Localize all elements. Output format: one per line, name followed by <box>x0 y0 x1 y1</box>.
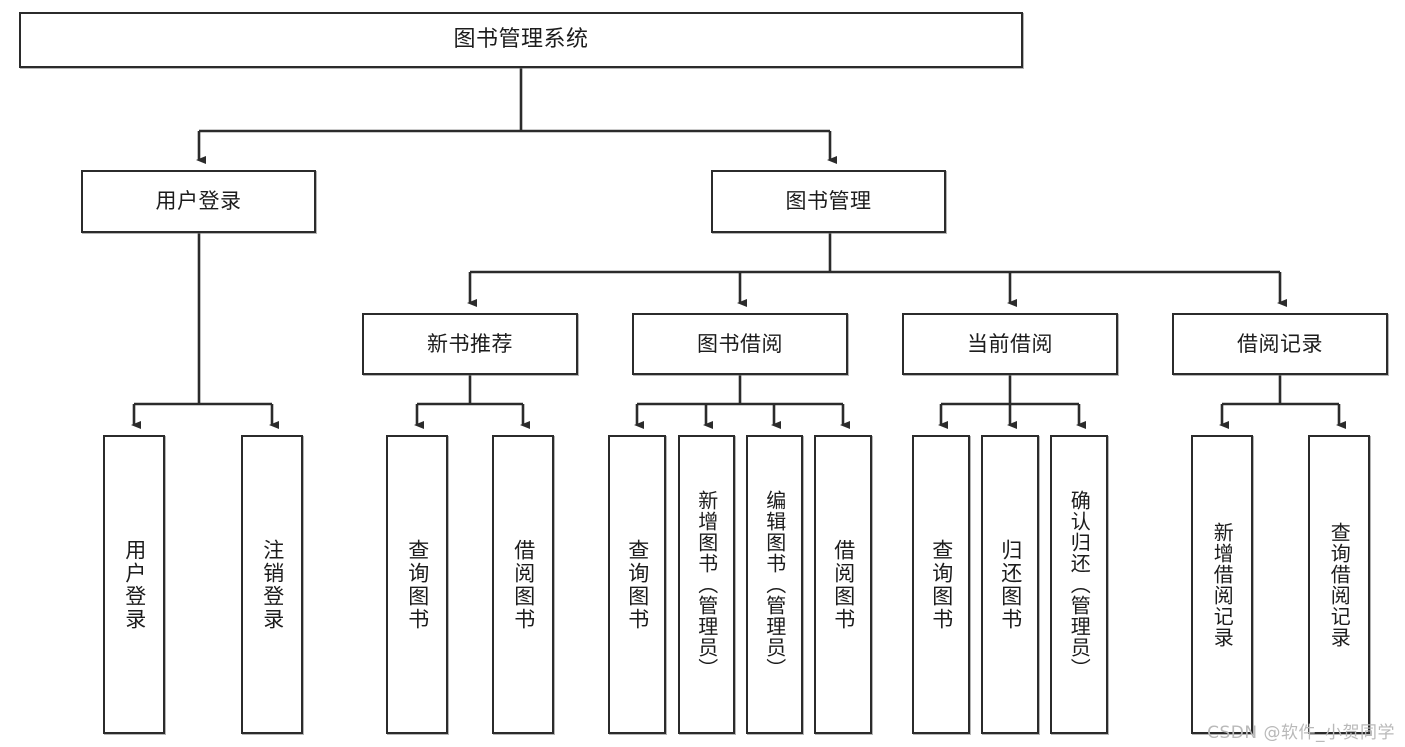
node-label: 新增借阅记录 <box>1210 521 1235 648</box>
node-label: 用户登录 <box>155 189 242 214</box>
leaf-borrow-books-recommend[interactable]: 借阅图书 <box>492 435 554 734</box>
node-borrow-records[interactable]: 借阅记录 <box>1172 313 1388 375</box>
node-label: 编辑图书（管理员） <box>762 490 787 679</box>
node-label: 确认归还（管理员） <box>1067 490 1092 679</box>
node-label: 借阅记录 <box>1237 331 1323 356</box>
node-current-borrow[interactable]: 当前借阅 <box>902 313 1118 375</box>
leaf-query-borrow-record[interactable]: 查询借阅记录 <box>1308 435 1370 734</box>
node-label: 注销登录 <box>260 538 285 631</box>
leaf-borrow-books[interactable]: 借阅图书 <box>814 435 872 734</box>
node-label: 查询图书 <box>405 538 430 631</box>
node-new-book-recommendation[interactable]: 新书推荐 <box>362 313 578 375</box>
leaf-edit-book-admin[interactable]: 编辑图书（管理员） <box>746 435 803 734</box>
node-label: 图书管理系统 <box>453 27 589 53</box>
node-label: 新书推荐 <box>427 331 513 356</box>
leaf-add-borrow-record[interactable]: 新增借阅记录 <box>1191 435 1253 734</box>
node-root-system[interactable]: 图书管理系统 <box>19 12 1023 68</box>
node-book-management[interactable]: 图书管理 <box>711 170 946 233</box>
node-label: 查询借阅记录 <box>1327 521 1352 648</box>
leaf-query-books-borrow[interactable]: 查询图书 <box>608 435 666 734</box>
leaf-confirm-return-admin[interactable]: 确认归还（管理员） <box>1050 435 1108 734</box>
node-label: 归还图书 <box>998 538 1023 631</box>
node-label: 图书管理 <box>785 189 872 214</box>
leaf-query-books-recommend[interactable]: 查询图书 <box>386 435 448 734</box>
node-label: 借阅图书 <box>831 538 856 631</box>
node-book-borrow[interactable]: 图书借阅 <box>632 313 848 375</box>
node-label: 借阅图书 <box>511 538 536 631</box>
node-label: 查询图书 <box>625 538 650 631</box>
node-label: 图书借阅 <box>697 331 783 356</box>
leaf-user-login[interactable]: 用户登录 <box>103 435 165 734</box>
node-label: 用户登录 <box>122 538 147 631</box>
leaf-return-books[interactable]: 归还图书 <box>981 435 1039 734</box>
node-user-login[interactable]: 用户登录 <box>81 170 316 233</box>
leaf-logout[interactable]: 注销登录 <box>241 435 303 734</box>
node-label: 查询图书 <box>929 538 954 631</box>
leaf-query-books-current[interactable]: 查询图书 <box>912 435 970 734</box>
node-label: 新增图书（管理员） <box>694 490 719 679</box>
leaf-add-book-admin[interactable]: 新增图书（管理员） <box>678 435 735 734</box>
node-label: 当前借阅 <box>967 331 1053 356</box>
